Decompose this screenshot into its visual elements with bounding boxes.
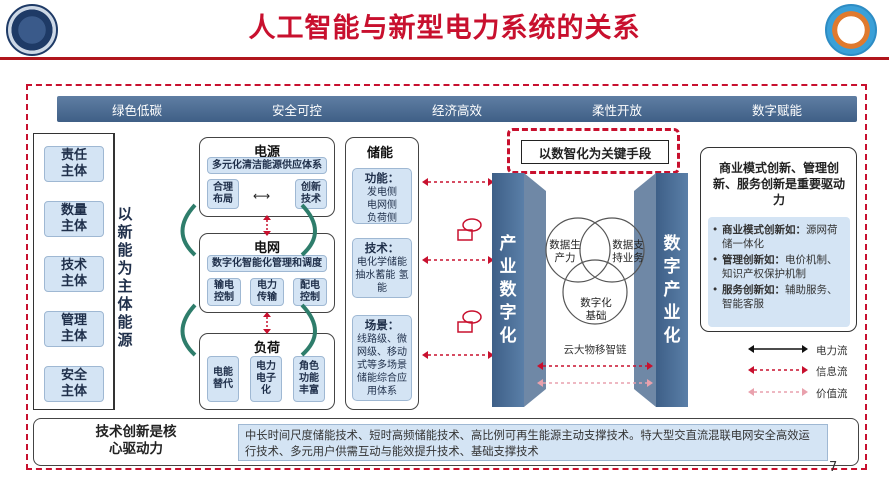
- subject-label: 责任主体: [60, 148, 87, 179]
- bullet-label: 商业模式创新如：: [722, 224, 806, 236]
- item-label: 创新技术: [301, 182, 321, 205]
- grid-item: 输电控制: [207, 278, 241, 306]
- tech-innovation-label: 技术创新是核心驱动力: [95, 424, 177, 457]
- item-label: 电力传输: [257, 280, 277, 303]
- power-source-item: 创新技术: [295, 179, 327, 209]
- storage-title: 储能: [367, 146, 394, 161]
- grid-title: 电网: [253, 241, 280, 256]
- storage-function-box: 功能： 发电侧 电网侧 负荷侧: [352, 168, 412, 224]
- curved-arrow-right: [300, 303, 317, 357]
- curved-arrow-left: [180, 303, 197, 357]
- pillar-label: 产业数字化: [499, 233, 517, 346]
- page-number: 7: [829, 460, 838, 475]
- block-body: 线路级、微网级、移动式等多场景储能综合应用体系: [357, 334, 407, 397]
- bullet-text: 电价机制、知识产权保护机制: [722, 254, 838, 280]
- storage-tech-box: 技术： 电化学储能 抽水蓄能 氢能: [352, 238, 412, 298]
- storage-scenario-box: 场景： 线路级、微网级、移动式等多场景储能综合应用体系: [352, 315, 412, 401]
- power-source-title: 电源: [253, 145, 280, 160]
- venn-diagram: [545, 217, 645, 325]
- arrowhead: [263, 329, 271, 334]
- venn-label: 数据生产力: [549, 239, 581, 264]
- left-vertical-title: 以新能为主体能源: [117, 205, 133, 349]
- page-title: 人工智能与新型电力系统的关系: [248, 13, 641, 44]
- grid-subtitle: 数字化智能化管理和调度: [207, 255, 327, 272]
- subject-label: 安全主体: [60, 368, 87, 399]
- curved-arrow-left: [180, 203, 197, 257]
- item-label: 电力电子化: [256, 361, 276, 396]
- goal-item: 经济高效: [431, 102, 482, 118]
- legend-lines: [748, 345, 808, 396]
- subject-label: 技术主体: [60, 258, 87, 289]
- bracket-line: [113, 133, 114, 410]
- subject-box: 数量主体: [44, 201, 104, 237]
- block-head: 功能：: [364, 171, 400, 185]
- goal-item: 绿色低碳: [111, 102, 162, 118]
- bullet-text: 源网荷储一体化: [722, 224, 838, 250]
- block-head: 场景：: [364, 318, 400, 332]
- block-body: 发电侧 电网侧 负荷侧: [367, 187, 397, 224]
- goals-banner: 绿色低碳 安全可控 经济高效 柔性开放 数字赋能: [57, 96, 857, 122]
- load-item: 电能替代: [207, 356, 239, 402]
- key-means-frame: [507, 128, 680, 174]
- drivers-heading: 商业模式创新、管理创新、服务创新是重要驱动力: [712, 161, 845, 207]
- arrowhead: [263, 231, 271, 236]
- item-label: 合理布局: [213, 182, 233, 205]
- header-divider: [0, 57, 889, 60]
- bullet-label: 服务创新如：: [722, 284, 785, 296]
- cloud-label: 云大物移智链: [563, 344, 627, 356]
- venn-label: 数据支持业务: [612, 239, 644, 264]
- pillar-label: 数字产业化: [663, 233, 681, 346]
- block-body: 电化学储能 抽水蓄能 氢能: [355, 257, 409, 294]
- cloud-computer-icon: [457, 218, 482, 241]
- power-source-subtitle: 多元化清洁能源供应体系: [207, 157, 327, 174]
- goal-item: 安全可控: [271, 102, 322, 118]
- digital-industrialization-pillar: 数字产业化: [656, 173, 688, 407]
- legend-label: 信息流: [816, 366, 848, 378]
- legend-label: 电力流: [816, 345, 848, 357]
- diagram-frame: [26, 84, 867, 470]
- university-logo: [6, 4, 58, 56]
- connector-layer: [180, 203, 317, 357]
- drivers-list: •商业模式创新如：源网荷储一体化 •管理创新如：电价机制、知识产权保护机制 •服…: [708, 217, 850, 327]
- arrowhead: [263, 312, 271, 317]
- subject-box: 安全主体: [44, 366, 104, 402]
- funnel-shapes: [524, 173, 656, 407]
- grid-item: 电力传输: [250, 278, 284, 306]
- key-means-label: 以数智化为关键手段: [521, 140, 669, 164]
- subject-box: 管理主体: [44, 311, 104, 347]
- load-title: 负荷: [253, 341, 280, 356]
- power-source-item: 合理布局: [207, 179, 239, 209]
- cloud-computer-icon: [457, 310, 482, 333]
- arrowhead: [263, 215, 271, 220]
- bullet-label: 管理创新如：: [722, 254, 785, 266]
- goal-item: 柔性开放: [591, 102, 642, 118]
- driver-bullet: •商业模式创新如：源网荷储一体化: [712, 224, 838, 250]
- double-arrow-icon: ⟷: [253, 189, 271, 203]
- industry-digitalization-pillar: 产业数字化: [492, 173, 524, 407]
- load-item: 电力电子化: [250, 356, 282, 402]
- item-label: 输电控制: [214, 280, 234, 303]
- subject-box: 技术主体: [44, 256, 104, 292]
- curved-arrow-right: [300, 203, 317, 257]
- goal-item: 数字赋能: [751, 102, 802, 118]
- item-label: 角色功能丰富: [299, 361, 319, 396]
- subject-label: 数量主体: [60, 203, 87, 234]
- subject-label: 管理主体: [60, 313, 87, 344]
- grid-item: 配电控制: [293, 278, 327, 306]
- subject-box: 责任主体: [44, 146, 104, 182]
- legend-label: 价值流: [816, 388, 848, 400]
- association-logo: [825, 4, 877, 56]
- bullet-text: 辅助服务、智能客服: [722, 284, 838, 310]
- venn-label: 数字化基础: [580, 297, 612, 322]
- load-item: 角色功能丰富: [293, 356, 325, 402]
- driver-bullet: •管理创新如：电价机制、知识产权保护机制: [712, 254, 838, 280]
- driver-bullet: •服务创新如：辅助服务、智能客服: [712, 284, 838, 310]
- tech-innovation-text: 中长时间尺度储能技术、短时高频储能技术、高比例可再生能源主动支撑技术。特大型交直…: [238, 424, 828, 461]
- item-label: 配电控制: [300, 280, 320, 303]
- storage-link-layer: [422, 178, 494, 359]
- item-label: 电能替代: [213, 367, 233, 390]
- flow-arrows-bottom: [537, 362, 653, 387]
- block-head: 技术：: [364, 241, 400, 255]
